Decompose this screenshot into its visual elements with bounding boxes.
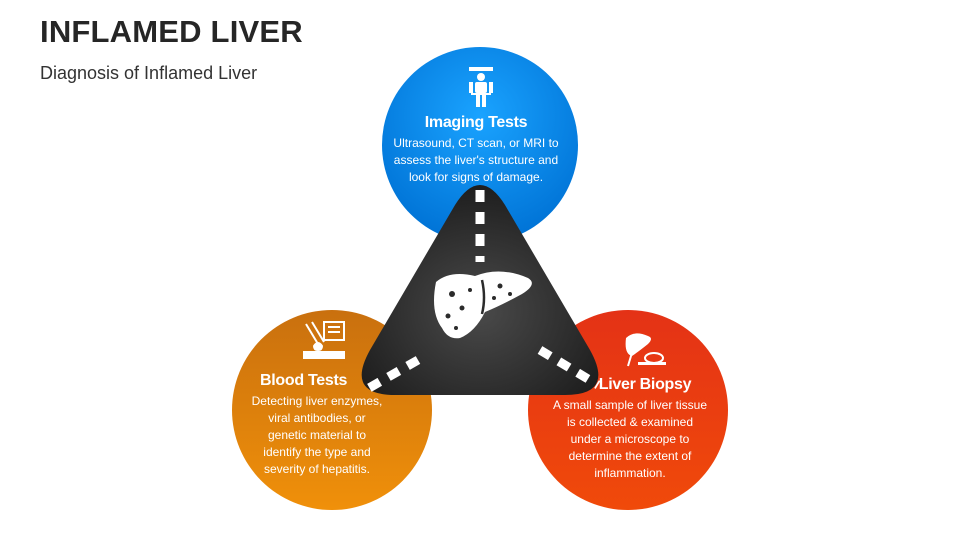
page-subtitle: Diagnosis of Inflamed Liver: [40, 63, 258, 83]
blood-tests-block: Blood Tests Detecting liver enzymes, vir…: [232, 372, 402, 478]
imaging-circle: [382, 47, 578, 243]
liver-icon: [434, 271, 532, 339]
connector-right: [537, 346, 601, 389]
page-title: INFLAMED LIVER: [40, 14, 303, 49]
liver-biopsy-heading: Liver Biopsy: [598, 376, 692, 393]
connector-left: [359, 356, 421, 396]
imaging-tests-heading: Imaging Tests: [424, 114, 528, 131]
imaging-tests-block: Imaging Tests Ultrasound, CT scan, or MR…: [376, 114, 576, 186]
liver-biopsy-description: A small sample of liver tissue is collec…: [552, 398, 708, 480]
liver-biopsy-block: Liver Biopsy A small sample of liver tis…: [540, 376, 720, 482]
blood-test-icon: [303, 321, 345, 359]
blood-tests-description: Detecting liver enzymes, viral antibodie…: [251, 394, 383, 476]
blood-tests-heading: Blood Tests: [260, 372, 348, 389]
imaging-tests-description: Ultrasound, CT scan, or MRI to assess th…: [393, 136, 559, 184]
xray-icon: [469, 67, 493, 107]
liver-biopsy-icon: [625, 333, 666, 367]
